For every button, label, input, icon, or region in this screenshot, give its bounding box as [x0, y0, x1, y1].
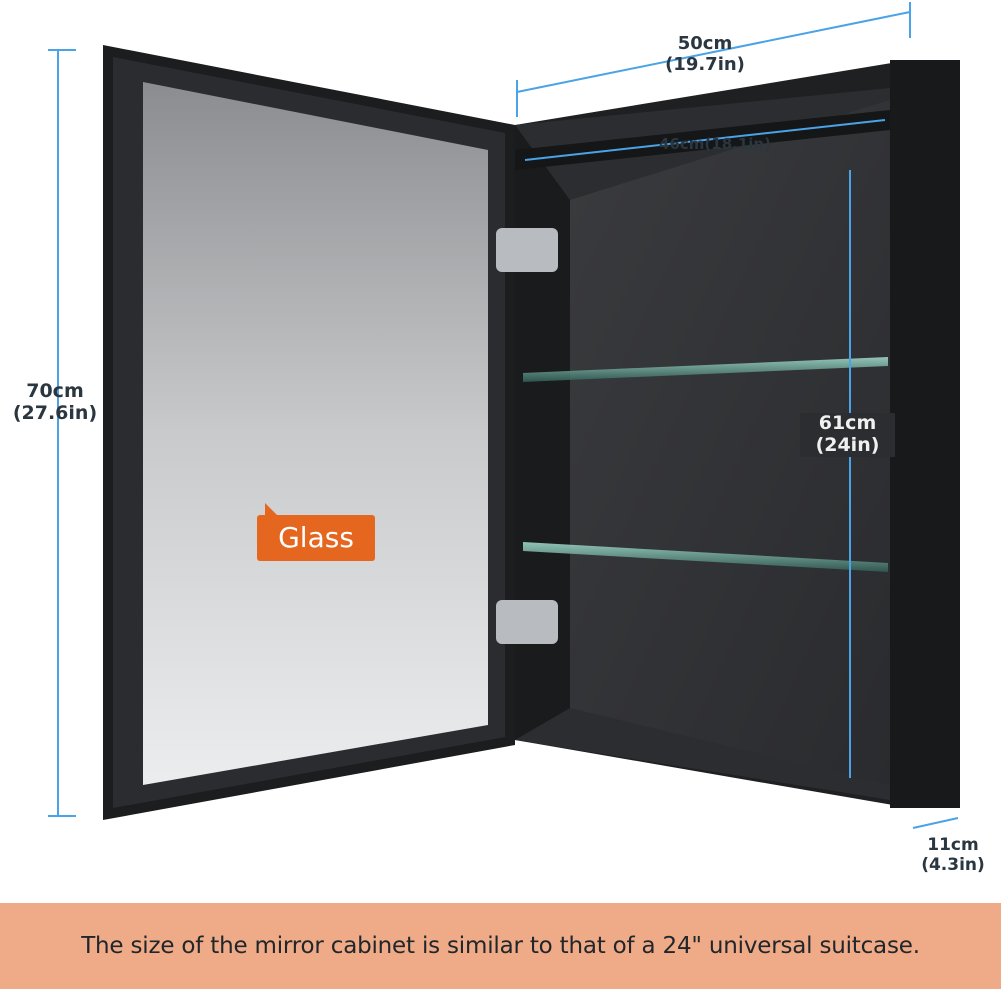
dimension-width-inner: 46cm(18.1in)	[659, 135, 771, 153]
dimension-height-total: 70cm (27.6in)	[12, 380, 98, 424]
caption-banner: The size of the mirror cabinet is simila…	[0, 903, 1001, 989]
caption-text: The size of the mirror cabinet is simila…	[81, 933, 920, 959]
dimension-lines	[48, 2, 959, 829]
hinge-icon	[496, 228, 558, 644]
glass-shelves	[523, 357, 888, 572]
dimension-width-total: 50cm (19.7in)	[665, 33, 745, 75]
mirror-cabinet-illustration	[48, 2, 960, 829]
mirror-glass	[143, 82, 488, 785]
glass-callout: Glass	[257, 503, 375, 561]
dimension-depth: 11cm (4.3in)	[921, 835, 985, 875]
cabinet-door	[103, 45, 515, 820]
cabinet-body	[515, 60, 960, 808]
dimension-height-inner: 61cm (24in)	[800, 412, 895, 457]
